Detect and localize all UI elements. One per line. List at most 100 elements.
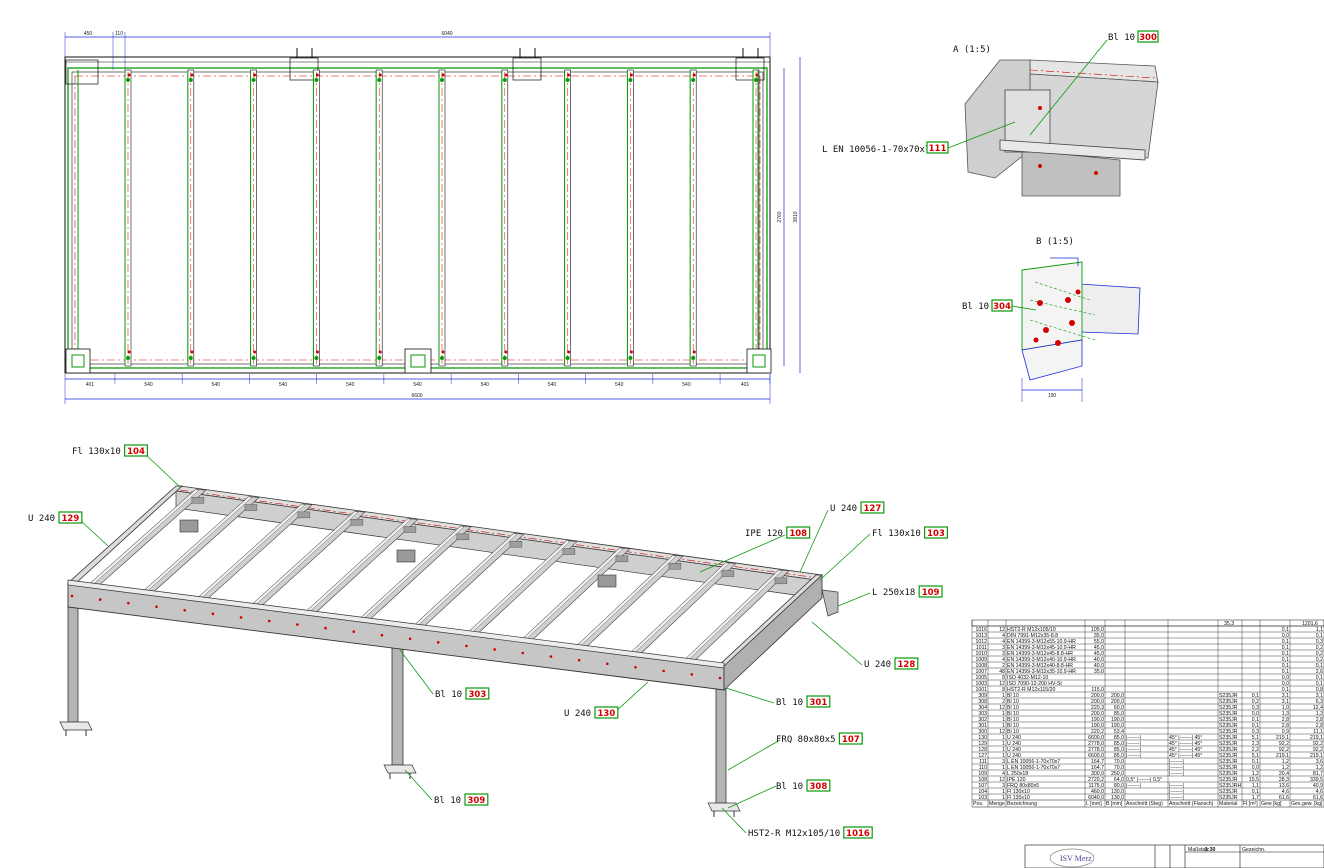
bom-cell: 0,3	[1316, 639, 1323, 645]
bom-cell: 1	[1002, 795, 1005, 801]
bom-cell: 5,1	[1252, 753, 1259, 759]
bom-cell: |-------|	[1126, 747, 1141, 753]
bom-cell: Bl 10	[1007, 717, 1019, 723]
bom-cell: |-------|	[1169, 765, 1184, 771]
bom-cell: Bl 10	[1007, 699, 1019, 705]
bom-cell: 1	[1002, 765, 1005, 771]
bom-cell: 0,8	[1316, 687, 1323, 693]
plan-dim-top-3: 6040	[441, 31, 452, 37]
bom-cell: 0,9	[1282, 729, 1289, 735]
bom-cell: 1,2	[1316, 765, 1323, 771]
bom-cell: 0,1	[1282, 687, 1289, 693]
bom-cell: 109	[978, 771, 987, 777]
bom-cell: 85,0	[1114, 735, 1124, 741]
bom-cell: 1009	[975, 657, 987, 663]
iso-callout-label: HST2-R M12x105/10	[748, 829, 840, 839]
bom-header: Ges.gew. [kg]	[1291, 801, 1323, 807]
bom-cell: 0,1	[1252, 759, 1259, 765]
bom-cell: 0,0	[1282, 681, 1289, 687]
bom-cell: 1008	[975, 663, 987, 669]
plan-dim-bottom: 540	[212, 382, 221, 388]
bom-cell: 92,2	[1313, 747, 1323, 753]
bom-cell: 0,2	[1252, 699, 1259, 705]
bom-cell: 4	[1002, 657, 1005, 663]
bom-cell: 220,3	[1091, 705, 1104, 711]
bom-cell: 1,1	[1252, 783, 1259, 789]
bom-cell: 1	[1002, 753, 1005, 759]
bom-cell: 0,1	[1282, 651, 1289, 657]
bom-cell: 115,0	[1091, 687, 1104, 693]
badge-104: 104	[127, 447, 145, 457]
bom-cell: S235JR	[1219, 711, 1238, 717]
bom-cell: 127	[978, 753, 987, 759]
bom-cell: 0,1	[1252, 723, 1259, 729]
bom-cell: 1,1	[1316, 627, 1323, 633]
bom-cell: 129	[978, 741, 987, 747]
bom-cell: 220,2	[1091, 729, 1104, 735]
bom-cell: 1013	[975, 633, 987, 639]
bom-cell: 80,0	[1114, 783, 1124, 789]
bom-cell: 219,1	[1276, 735, 1289, 741]
bom-cell: 308	[978, 699, 987, 705]
bom-cell: 13,6	[1279, 783, 1289, 789]
bom-cell: 0,3	[1252, 705, 1259, 711]
bom-cell: 12	[999, 729, 1005, 735]
bom-cell: 1007	[975, 669, 987, 675]
detail-b: B (1:5) 190 Bl 10 304	[962, 237, 1141, 402]
iso-callout-label: Bl 10	[776, 698, 803, 708]
bom-cell: S235JR	[1219, 765, 1238, 771]
bom-cell: 0,0	[1252, 765, 1259, 771]
bom-cell: EN 14399-3-M12x55-10.9-HR	[1007, 639, 1076, 645]
bom-cell: 0,2	[1316, 645, 1323, 651]
bom-cell: 219,1	[1310, 753, 1323, 759]
bom-cell: 300	[978, 729, 987, 735]
badge-129: 129	[62, 514, 80, 524]
bom-cell: 0,1	[1316, 675, 1323, 681]
bom-cell: Fl 130x10	[1007, 789, 1030, 795]
iso-joists	[87, 488, 790, 662]
bom-cell: 55,0	[1094, 639, 1104, 645]
bom-cell: 12	[999, 627, 1005, 633]
iso-view	[59, 485, 839, 817]
bom-cell: 35,0	[1094, 633, 1104, 639]
iso-callout-label: U 240	[864, 660, 891, 670]
detail-b-label: Bl 10	[962, 302, 989, 312]
bom-cell: S235JR	[1219, 777, 1238, 783]
bom-cell: 1011	[976, 645, 987, 651]
bom-cell: 3,1	[1282, 699, 1289, 705]
bom-cell: 4	[1002, 771, 1005, 777]
plan-dim-top-1: 450	[84, 31, 93, 37]
bom-cell: S235JR	[1219, 717, 1238, 723]
bom-cell: Bl 10	[1007, 705, 1019, 711]
bom-cell: 45,0	[1094, 651, 1104, 657]
bom-cell: 104	[978, 789, 987, 795]
bom-cell: 219,1	[1310, 735, 1323, 741]
bom-cell: 108	[978, 777, 987, 783]
bom-cell: EN 14399-3-M12x45-8.8-HR	[1007, 651, 1073, 657]
bom-cell: 128	[978, 747, 987, 753]
bom-cell: L 250x18	[1007, 771, 1028, 777]
bom-cell: 0,1	[1282, 657, 1289, 663]
bom-header: Anschnitt (Flansch)	[1169, 801, 1214, 807]
bom-total-weight: 1201,6	[1302, 621, 1318, 627]
bom-cell: 3	[1002, 645, 1005, 651]
bom-cell: 3,1	[1316, 693, 1323, 699]
plan-dim-bottom: 401	[741, 382, 750, 388]
bom-cell: 1	[1002, 717, 1005, 723]
detail-b-dim: 190	[1048, 393, 1057, 399]
plan-dim-right-1: 2760	[777, 211, 783, 222]
bom-cell: ISO 4032-M12-10	[1007, 675, 1048, 681]
bom-cell: 1003	[975, 681, 987, 687]
badge-127: 127	[864, 504, 882, 514]
bom-cell: 35,0	[1094, 669, 1104, 675]
bom-cell: 1,3	[1316, 711, 1323, 717]
bom-cell: FRQ 80x80x5	[1007, 783, 1039, 789]
bom-cell: 3	[1002, 783, 1005, 789]
bom-header: Material	[1219, 801, 1237, 807]
plan-dim-bottom: 540	[279, 382, 288, 388]
bom-cell: 301	[978, 723, 987, 729]
bom-cell: S235JR	[1219, 753, 1238, 759]
bom-cell: 1	[1002, 723, 1005, 729]
plan-view: 450 110 6040 2760 3810	[64, 31, 801, 404]
